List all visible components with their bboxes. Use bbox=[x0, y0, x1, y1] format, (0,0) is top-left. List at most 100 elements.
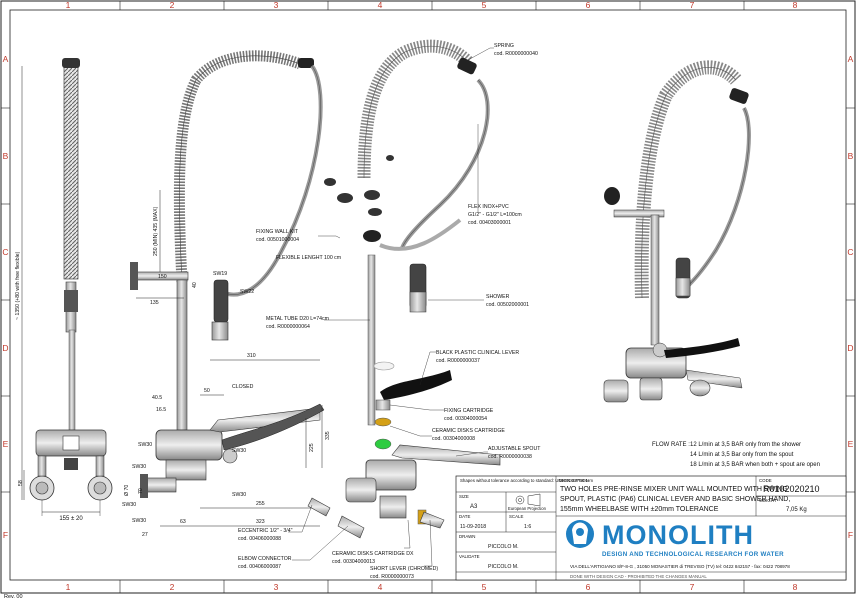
weight-value: 7,05 Kg bbox=[786, 507, 807, 513]
projection-label: European Projection bbox=[508, 506, 547, 511]
projection-symbol-icon bbox=[515, 493, 541, 507]
col-label-6-bottom: 6 bbox=[586, 582, 591, 592]
size-label: SIZE bbox=[459, 494, 469, 499]
dim-255: 255 bbox=[256, 501, 265, 507]
row-label-f-right: F bbox=[848, 530, 853, 540]
drawn-label: DRAWN bbox=[459, 534, 475, 539]
front-view: ~ 1350 (+80 with free flexible) 58 155 ±… bbox=[15, 58, 113, 522]
description-label: DESCRIPTION bbox=[559, 478, 589, 483]
exploded-view bbox=[288, 39, 501, 567]
callout-ceramic-dx-name: CERAMIC DISKS CARTRIDGE DX bbox=[332, 551, 414, 557]
dim-70: 70 bbox=[138, 488, 144, 494]
row-label-f-left: F bbox=[3, 530, 8, 540]
flow-rate-note: FLOW RATE : 12 L/min at 3,5 BAR only fro… bbox=[652, 442, 820, 468]
callout-spout-code: cod. R0000000038 bbox=[488, 454, 532, 460]
validate-label: VALIDATE bbox=[459, 554, 480, 559]
date-value: 11-09-2018 bbox=[460, 524, 486, 530]
description-line-2: SPOUT, PLASTIC (PA6) CLINICAL LEVER AND … bbox=[560, 496, 790, 503]
callout-elbow-name: ELBOW CONNECTOR bbox=[238, 556, 292, 562]
callout-ceramic-name: CERAMIC DISKS CARTRIDGE bbox=[432, 428, 505, 434]
callout-shower-name: SHOWER bbox=[486, 294, 510, 300]
flow-rate-line-1: 12 L/min at 3,5 BAR only from the shower bbox=[690, 442, 801, 448]
label-closed: CLOSED bbox=[232, 384, 254, 390]
col-label-7-bottom: 7 bbox=[690, 582, 695, 592]
dim-50: 50 bbox=[204, 388, 210, 394]
callout-ceramic-code: cod. 00304000008 bbox=[432, 436, 475, 442]
row-label-b-left: B bbox=[3, 151, 9, 161]
isometric-view bbox=[603, 60, 751, 403]
row-label-a-left: A bbox=[3, 54, 9, 64]
label-sw30-a: SW30 bbox=[138, 442, 152, 448]
flow-rate-label: FLOW RATE : bbox=[652, 442, 690, 448]
col-label-1-top: 1 bbox=[66, 0, 71, 10]
row-label-c-left: C bbox=[2, 247, 8, 257]
dim-405: 40.5 bbox=[152, 395, 162, 401]
label-sw30-e: SW30 bbox=[122, 502, 136, 508]
col-label-7-top: 7 bbox=[690, 0, 695, 10]
row-label-e-left: E bbox=[3, 439, 9, 449]
callout-wall-kit-name: FIXING WALL KIT bbox=[256, 229, 299, 235]
revision-label: Rev. 00 bbox=[4, 594, 23, 600]
callout-short-lever-code: cod. R0000000073 bbox=[370, 574, 414, 580]
row-label-d-left: D bbox=[2, 343, 8, 353]
col-label-5-bottom: 5 bbox=[482, 582, 487, 592]
callout-shower-code: cod. 00502000001 bbox=[486, 302, 529, 308]
row-label-d-right: D bbox=[847, 343, 853, 353]
col-label-8-bottom: 8 bbox=[793, 582, 798, 592]
monolith-logo: MONOLITH DESIGN AND TECHNOLOGICAL RESEAR… bbox=[566, 520, 784, 558]
col-label-4-bottom: 4 bbox=[378, 582, 383, 592]
description-line-1: TWO HOLES PRE-RINSE MIXER UNIT WALL MOUN… bbox=[560, 486, 788, 493]
label-flexible-length: FLEXIBLE LENGHT 100 cm bbox=[276, 255, 341, 261]
label-sw30-c: SW30 bbox=[132, 464, 146, 470]
size-value: A3 bbox=[470, 504, 478, 510]
col-label-3-bottom: 3 bbox=[274, 582, 279, 592]
col-label-3-top: 3 bbox=[274, 0, 279, 10]
tolerance-note: Shapes without tolerance according to st… bbox=[460, 478, 593, 483]
col-label-5-top: 5 bbox=[482, 0, 487, 10]
cad-footer: DONE WITH DESIGN CAD - PROHIBITED THE CH… bbox=[570, 574, 707, 579]
callout-fixing-cartridge-name: FIXING CARTRIDGE bbox=[444, 408, 494, 414]
label-sw30-d: SW30 bbox=[232, 492, 246, 498]
dim-58: 58 bbox=[18, 480, 24, 486]
dim-225: 225 bbox=[309, 443, 315, 452]
callout-eccentric-name: ECCENTRIC 1/2" - 3/4" bbox=[238, 528, 293, 534]
row-label-b-right: B bbox=[848, 151, 854, 161]
row-label-c-right: C bbox=[847, 247, 853, 257]
validate-value: PICCOLO M. bbox=[488, 564, 519, 570]
row-label-a-right: A bbox=[848, 54, 854, 64]
description-line-3: 155mm WHEELBASE WITH ±20mm TOLERANCE bbox=[560, 506, 719, 513]
callout-flex-name: FLEX INOX+PVC bbox=[468, 204, 509, 210]
dim-323: 323 bbox=[256, 519, 265, 525]
callout-wall-kit-code: cod. 00501000004 bbox=[256, 237, 299, 243]
code-value: R0102020210 bbox=[763, 484, 820, 494]
date-label: DATE bbox=[459, 514, 470, 519]
callout-metal-tube-code: cod. R0000000064 bbox=[266, 324, 310, 330]
callouts: SPRING cod. R0000000040 FIXING WALL KIT … bbox=[238, 43, 541, 580]
label-sw30-b: SW30 bbox=[232, 448, 246, 454]
dim-phi70: Ø 70 bbox=[124, 485, 130, 496]
dim-155: 155 ± 20 bbox=[59, 516, 83, 522]
callout-eccentric-code: cod. 00406000088 bbox=[238, 536, 281, 542]
dim-150: 150 bbox=[158, 274, 167, 280]
label-sw30-f: SW30 bbox=[132, 518, 146, 524]
weight-label: WEIGHT bbox=[759, 498, 777, 503]
callout-metal-tube-name: METAL TUBE D20 L=74cm bbox=[266, 316, 329, 322]
side-view: 250 (MIN) 435 (MAX) 135 150 40 SW19 SW22… bbox=[122, 50, 331, 538]
scale-value: 1:6 bbox=[524, 524, 531, 530]
dim-27: 27 bbox=[142, 532, 148, 538]
col-label-2-top: 2 bbox=[170, 0, 175, 10]
brand-tagline: DESIGN AND TECHNOLOGICAL RESEARCH FOR WA… bbox=[602, 551, 784, 558]
col-label-1-bottom: 1 bbox=[66, 582, 71, 592]
row-label-e-right: E bbox=[848, 439, 854, 449]
title-block: Shapes without tolerance according to st… bbox=[455, 475, 847, 581]
col-label-2-bottom: 2 bbox=[170, 582, 175, 592]
callout-spring-name: SPRING bbox=[494, 43, 514, 49]
flow-rate-line-2: 14 L/min at 3,5 Bar only from the spout bbox=[690, 452, 794, 458]
callout-fixing-cartridge-code: cod. 00304000054 bbox=[444, 416, 487, 422]
callout-lever-name: BLACK PLASTIC CLINICAL LEVER bbox=[436, 350, 519, 356]
dim-310: 310 bbox=[247, 353, 256, 359]
callout-spring-code: cod. R0000000040 bbox=[494, 51, 538, 57]
company-address: VIA DELL'ARTIGIANO 8/F-8-G , 31050 MONAS… bbox=[570, 564, 790, 569]
dim-63: 63 bbox=[180, 519, 186, 525]
